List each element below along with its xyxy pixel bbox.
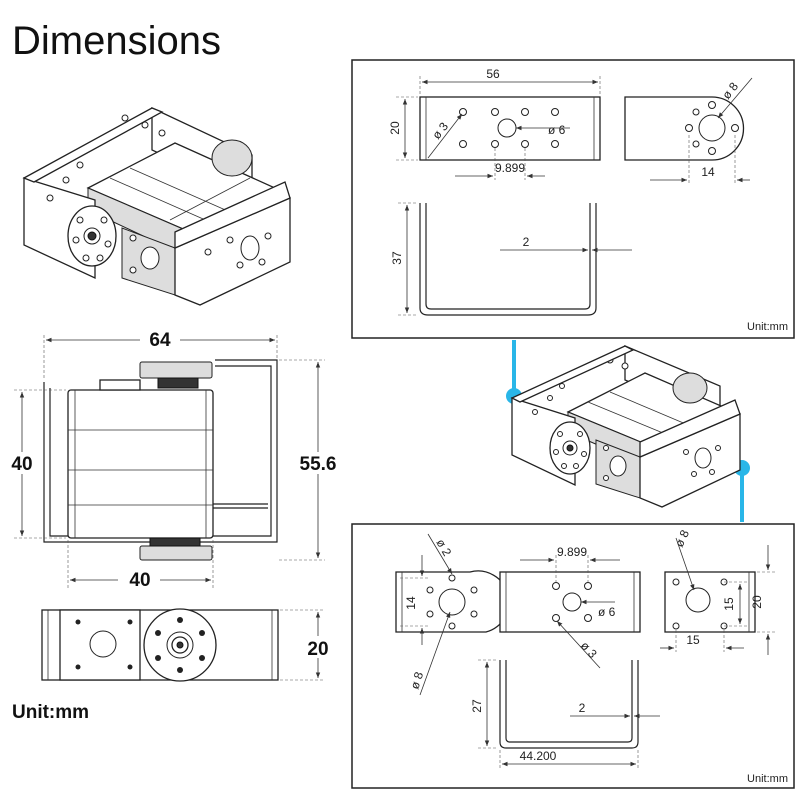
isometric-bracket-view <box>22 106 291 306</box>
dim-dia-6-bottom: ø 6 <box>598 605 616 619</box>
isometric-bracket-view-small <box>506 340 750 522</box>
dim-14-top: 14 <box>701 165 715 179</box>
dim-2-bottom: 2 <box>579 701 586 715</box>
dim-14-bottom: 14 <box>404 596 418 610</box>
dim-20-top: 20 <box>388 121 402 135</box>
unit-label-top-right: Unit:mm <box>747 321 788 333</box>
page-title: Dimensions <box>12 19 221 63</box>
dim-40-vertical: 40 <box>11 454 32 475</box>
dim-64: 64 <box>149 330 171 351</box>
side-view: 20 <box>41 608 338 682</box>
dim-40-horizontal: 40 <box>129 570 150 591</box>
dim-dia-8-bottom-left: ø 8 <box>408 670 427 691</box>
bottom-right-panel: ø 2 14 ø 8 9.899 ø 6 <box>351 523 795 789</box>
dim-9-899-top: 9.899 <box>495 161 525 175</box>
dim-9-899-bottom: 9.899 <box>557 545 587 559</box>
dim-55-6: 55.6 <box>300 454 337 475</box>
top-right-panel: 56 20 ø 3 ø 6 9.899 ø 8 <box>351 59 795 339</box>
dim-15-vertical: 15 <box>722 597 736 611</box>
dim-dia-6-top: ø 6 <box>548 123 566 137</box>
dim-56: 56 <box>486 67 500 81</box>
unit-label-left: Unit:mm <box>12 702 89 723</box>
dim-20-bottom: 20 <box>750 595 764 609</box>
top-view: 64 40 55.6 40 <box>4 324 346 591</box>
dim-15-horizontal: 15 <box>686 633 700 647</box>
unit-label-bottom-right: Unit:mm <box>747 773 788 785</box>
dim-27: 27 <box>470 699 484 713</box>
dim-44-200: 44.200 <box>520 749 557 763</box>
dim-2-top: 2 <box>523 235 530 249</box>
dim-37: 37 <box>390 251 404 265</box>
dim-20-side: 20 <box>307 639 328 660</box>
